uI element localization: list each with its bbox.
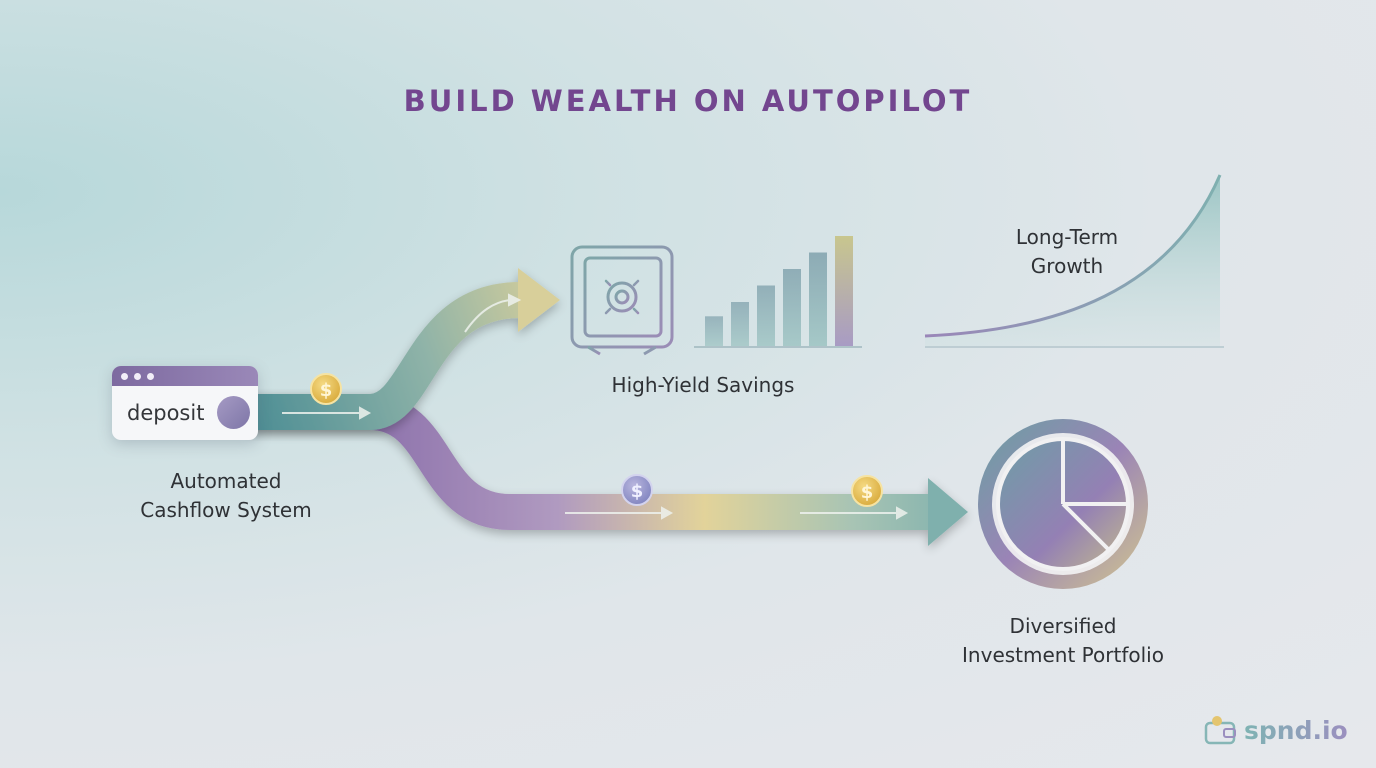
- portfolio-label: Diversified Investment Portfolio: [962, 614, 1164, 667]
- cashflow-label: Automated Cashflow System: [140, 469, 312, 522]
- savings-bar: [809, 252, 827, 346]
- svg-text:$: $: [320, 380, 333, 401]
- savings-label: High-Yield Savings: [611, 373, 795, 397]
- pie-chart-icon: [978, 419, 1148, 589]
- flow-path-to-savings: [250, 268, 560, 430]
- window-dot: [121, 373, 128, 380]
- arrowhead-savings: [518, 268, 560, 332]
- brand-name: spnd.io: [1244, 715, 1348, 745]
- motion-arrow: [464, 293, 522, 333]
- window-dot: [147, 373, 154, 380]
- savings-bar: [783, 269, 801, 346]
- motion-arrow: [800, 506, 909, 520]
- coin-icon: $: [851, 475, 883, 507]
- savings-bar: [757, 285, 775, 346]
- savings-bar: [731, 302, 749, 346]
- coin-icon: $: [310, 373, 342, 405]
- coin-icon: $: [621, 474, 653, 506]
- safe-icon: [570, 245, 674, 356]
- card-titlebar: [112, 366, 258, 386]
- window-dot: [134, 373, 141, 380]
- growth-curve-icon: [924, 174, 1224, 348]
- svg-text:$: $: [861, 482, 874, 503]
- deposit-card: deposit: [112, 366, 258, 440]
- deposit-label: deposit: [127, 401, 205, 425]
- toggle-knob-icon: [217, 396, 250, 429]
- page-title: BUILD WEALTH ON AUTOPILOT: [403, 84, 973, 118]
- motion-arrow: [282, 406, 372, 420]
- growth-label: Long-Term Growth: [1015, 225, 1119, 278]
- wallet-icon: [1204, 716, 1236, 745]
- svg-text:$: $: [631, 481, 644, 502]
- arrowhead-portfolio: [928, 478, 968, 546]
- brand-logo: spnd.io: [1204, 710, 1348, 750]
- savings-bar: [705, 316, 723, 346]
- motion-arrow: [565, 506, 674, 520]
- savings-bar: [835, 236, 853, 346]
- savings-bar-chart: [705, 236, 853, 346]
